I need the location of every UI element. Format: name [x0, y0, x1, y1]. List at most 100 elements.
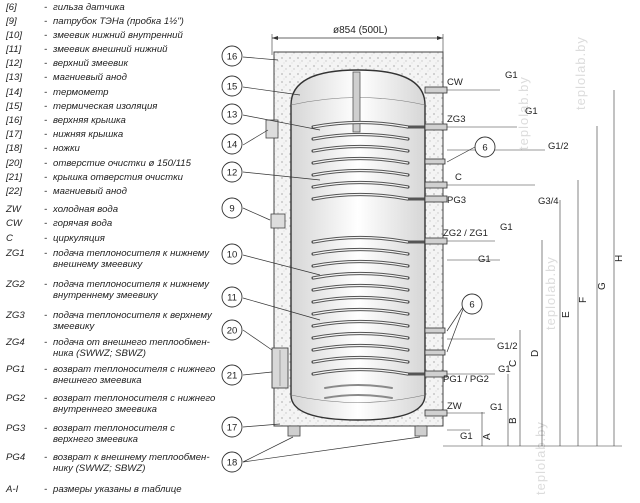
legend-code: A-I: [6, 484, 19, 495]
legend-dash: -: [44, 101, 48, 112]
legend-dash: -: [44, 310, 48, 321]
dimension-label-c: C: [508, 360, 519, 367]
legend-text: змеевик нижний внутренний: [53, 30, 183, 41]
legend-dash: -: [44, 484, 48, 495]
legend-text: подача от внешнего теплообмен-ника (SWWZ…: [53, 337, 210, 359]
legend-code: C: [6, 233, 13, 244]
dimension-label-g: G: [597, 282, 608, 290]
watermark: teplolab.by: [543, 256, 558, 330]
legend-dash: -: [44, 129, 48, 140]
port-label-cw: CW: [447, 77, 463, 88]
legend-text: термометр: [53, 87, 109, 98]
port-label-zw: ZW: [447, 401, 462, 412]
anode: [352, 71, 361, 133]
legend-text: верхний змеевик: [53, 58, 129, 69]
legend-dash: -: [44, 279, 48, 290]
dimension-label-h: H: [614, 255, 625, 262]
legend-text: термическая изоляция: [53, 101, 158, 112]
callout-12: 12: [227, 168, 238, 179]
thread-label: G1: [525, 106, 538, 117]
legend-text: магниевый анод: [53, 186, 127, 197]
legend-code: [13]: [6, 72, 23, 83]
thread-label: G1: [460, 431, 473, 442]
dimension-label-e: E: [561, 311, 572, 318]
dimension-label-d: D: [530, 350, 541, 357]
foot: [287, 425, 301, 437]
legend-code: ZG2: [6, 279, 25, 290]
legend-dash: -: [44, 423, 48, 434]
port-label-pg3: PG3: [447, 195, 466, 206]
legend-text: холодная вода: [53, 204, 119, 215]
legend-text: подача теплоносителя к нижнему внешнему …: [53, 248, 210, 270]
port-stubs: [424, 86, 448, 417]
dimension-label-b: B: [508, 417, 519, 424]
legend-text: возврат к внешнему теплообмен-нику (SWWZ…: [53, 452, 210, 474]
legend-text: подача теплоносителя к нижнему внутренне…: [53, 279, 210, 301]
callout-18: 18: [227, 458, 238, 469]
legend-text: змеевик внешний нижний: [53, 44, 168, 55]
legend-dash: -: [44, 44, 48, 55]
legend-code: [16]: [6, 115, 23, 126]
watermark: teplolab.by: [533, 421, 548, 495]
callout-17: 17: [227, 423, 238, 434]
legend-text: гильза датчика: [53, 2, 125, 13]
legend-text: горячая вода: [53, 218, 113, 229]
legend-code: CW: [6, 218, 22, 229]
legend-text: возврат теплоносителя с нижнего внутренн…: [53, 393, 216, 415]
legend-dash: -: [44, 2, 48, 13]
legend-text: возврат теплоносителя с верхнего змеевик…: [53, 423, 175, 445]
legend-dash: -: [44, 248, 48, 259]
foot: [414, 425, 428, 437]
legend-dash: -: [44, 337, 48, 348]
legend-dash: -: [44, 393, 48, 404]
thread-label: G1: [498, 364, 511, 375]
dimension-lines: [443, 90, 622, 447]
legend-dash: -: [44, 158, 48, 169]
legend-text: размеры указаны в таблице: [53, 484, 182, 495]
callout-6-lower: 6: [469, 300, 474, 311]
watermark: teplolab.by: [573, 36, 588, 110]
dimension-label-a: A: [482, 433, 493, 440]
legend-code: [18]: [6, 143, 23, 154]
callout-6-upper: 6: [482, 143, 487, 154]
legend-dash: -: [44, 452, 48, 463]
legend-dash: -: [44, 364, 48, 375]
legend-dash: -: [44, 143, 48, 154]
thread-label: G1: [478, 254, 491, 265]
port-label-pg1-pg2: PG1 / PG2: [443, 374, 489, 385]
thread-label: G1: [490, 402, 503, 413]
thread-label: G1/2: [548, 141, 569, 152]
legend-text: крышка отверстия очистки: [53, 172, 183, 183]
legend-code: [9]: [6, 16, 17, 27]
legend-code: PG1: [6, 364, 26, 375]
legend-code: ZW: [6, 204, 21, 215]
legend-text: нижняя крышка: [53, 129, 124, 140]
heater-socket: [270, 213, 286, 229]
legend-dash: -: [44, 233, 48, 244]
legend-code: PG4: [6, 452, 26, 463]
legend-dash: -: [44, 204, 48, 215]
callout-16: 16: [227, 52, 238, 63]
legend-dash: -: [44, 172, 48, 183]
thermometer: [265, 119, 279, 139]
legend-dash: -: [44, 58, 48, 69]
legend-code: [20]: [6, 158, 23, 169]
legend-dash: -: [44, 115, 48, 126]
thread-label: G3/4: [538, 196, 559, 207]
legend-code: [14]: [6, 87, 23, 98]
dimension-label-f: F: [578, 297, 589, 303]
legend-text: возврат теплоносителя с нижнего внешнего…: [53, 364, 216, 386]
diameter-label: ø854 (500L): [333, 25, 387, 36]
callout-11: 11: [227, 293, 237, 304]
thread-label: G1: [500, 222, 513, 233]
legend-code: [15]: [6, 101, 23, 112]
legend-code: [17]: [6, 129, 23, 140]
legend-code: [11]: [6, 44, 22, 55]
legend-dash: -: [44, 30, 48, 41]
legend-dash: -: [44, 186, 48, 197]
callout-9: 9: [229, 204, 234, 215]
legend-code: [21]: [6, 172, 23, 183]
legend-code: ZG3: [6, 310, 25, 321]
legend-dash: -: [44, 16, 48, 27]
